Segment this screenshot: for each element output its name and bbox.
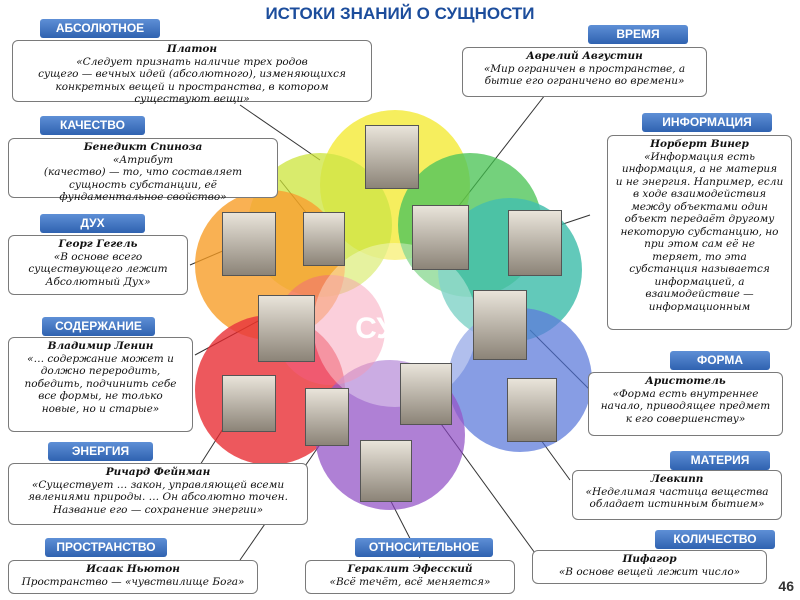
quote-wiener-author: Норберт Винер <box>650 138 749 150</box>
quote-leucippus: Левкипп «Неделимая частица вещества обла… <box>572 470 782 520</box>
portrait-feynman <box>222 375 276 432</box>
portrait-hegel <box>222 212 276 276</box>
quote-pythagoras-text: «В основе вещей лежит число» <box>558 565 741 578</box>
quote-hegel: Георг Гегель «В основе всего существующе… <box>8 235 188 295</box>
quote-plato: Платон «Следует признать наличие трех ро… <box>12 40 372 105</box>
quote-aristotle-author: Аристотель <box>645 375 726 387</box>
quote-heraclitus-author: Гераклит Эфесский <box>347 563 473 575</box>
quote-aristotle-text: «Форма есть внутреннее начало, приводяще… <box>600 387 771 425</box>
quote-augustine-text: «Мир ограничен в пространстве, а бытие е… <box>483 62 686 88</box>
quote-newton-text: Пространство — «чувствилище Бога» <box>21 575 245 588</box>
portrait-aristotle <box>473 290 527 360</box>
quote-hegel-text: «В основе всего существующего лежит Абсо… <box>28 250 168 288</box>
quote-aristotle: Аристотель «Форма есть внутреннее начало… <box>588 372 783 436</box>
portrait-leucippus <box>507 378 557 442</box>
page-number: 46 <box>778 578 794 594</box>
quote-newton: Исаак Ньютон Пространство — «чувствилище… <box>8 560 258 594</box>
portrait-pythagoras <box>400 363 452 425</box>
tag-form: ФОРМА <box>670 351 770 370</box>
portrait-augustine <box>412 205 469 270</box>
portrait-spinoza <box>303 212 345 266</box>
portrait-plato <box>365 125 419 189</box>
page-title: ИСТОКИ ЗНАНИЙ О СУЩНОСТИ <box>265 4 535 23</box>
tag-spirit: ДУХ <box>40 214 145 233</box>
quote-plato-text: «Следует признать наличие трех родов сущ… <box>38 55 346 106</box>
quote-spinoza-author: Бенедикт Спиноза <box>83 141 203 153</box>
quote-hegel-author: Георг Гегель <box>58 238 138 250</box>
quote-leucippus-text: «Неделимая частица вещества обладает ист… <box>585 485 769 511</box>
quote-heraclitus-text: «Всё течёт, всё меняется» <box>329 575 491 588</box>
tag-space: ПРОСТРАНСТВО <box>45 538 167 557</box>
quote-spinoza-text: «Атрибут (качество) — то, что составляет… <box>43 153 243 204</box>
quote-feynman-text: «Существует … закон, управляющей всеми я… <box>28 478 288 516</box>
quote-feynman-author: Ричард Фейнман <box>105 466 211 478</box>
quote-feynman: Ричард Фейнман «Существует … закон, упра… <box>8 463 308 525</box>
quote-wiener: Норберт Винер «Информация есть информаци… <box>607 135 792 330</box>
tag-time: ВРЕМЯ <box>588 25 688 44</box>
quote-pythagoras-author: Пифагор <box>622 553 677 565</box>
portrait-wiener <box>508 210 562 276</box>
tag-content: СОДЕРЖАНИЕ <box>42 317 155 336</box>
quote-leucippus-author: Левкипп <box>650 473 704 485</box>
tag-quantity: КОЛИЧЕСТВО <box>655 530 775 549</box>
tag-relative: ОТНОСИТЕЛЬНОЕ <box>355 538 493 557</box>
quote-lenin-author: Владимир Ленин <box>47 340 154 352</box>
tag-matter: МАТЕРИЯ <box>670 451 770 470</box>
portrait-newton <box>305 388 349 446</box>
quote-plato-author: Платон <box>166 43 218 55</box>
quote-lenin-text: «… содержание может и должно переродить,… <box>24 352 177 415</box>
quote-newton-author: Исаак Ньютон <box>86 563 180 575</box>
quote-augustine: Аврелий Августин «Мир ограничен в простр… <box>462 47 707 97</box>
quote-lenin: Владимир Ленин «… содержание может и дол… <box>8 337 193 432</box>
quote-heraclitus: Гераклит Эфесский «Всё течёт, всё меняет… <box>305 560 515 594</box>
quote-spinoza: Бенедикт Спиноза «Атрибут (качество) — т… <box>8 138 278 203</box>
center-label: СУТЬ <box>355 312 435 345</box>
portrait-heraclitus <box>360 440 412 502</box>
tag-information: ИНФОРМАЦИЯ <box>642 113 772 132</box>
portrait-lenin <box>258 295 315 362</box>
tag-energy: ЭНЕРГИЯ <box>48 442 153 461</box>
tag-quality: КАЧЕСТВО <box>40 116 145 135</box>
quote-augustine-author: Аврелий Августин <box>526 50 643 62</box>
quote-wiener-text: «Информация есть информация, а не матери… <box>615 150 784 313</box>
connector-plato <box>239 104 321 161</box>
tag-absolute: АБСОЛЮТНОЕ <box>40 19 160 38</box>
quote-pythagoras: Пифагор «В основе вещей лежит число» <box>532 550 767 584</box>
